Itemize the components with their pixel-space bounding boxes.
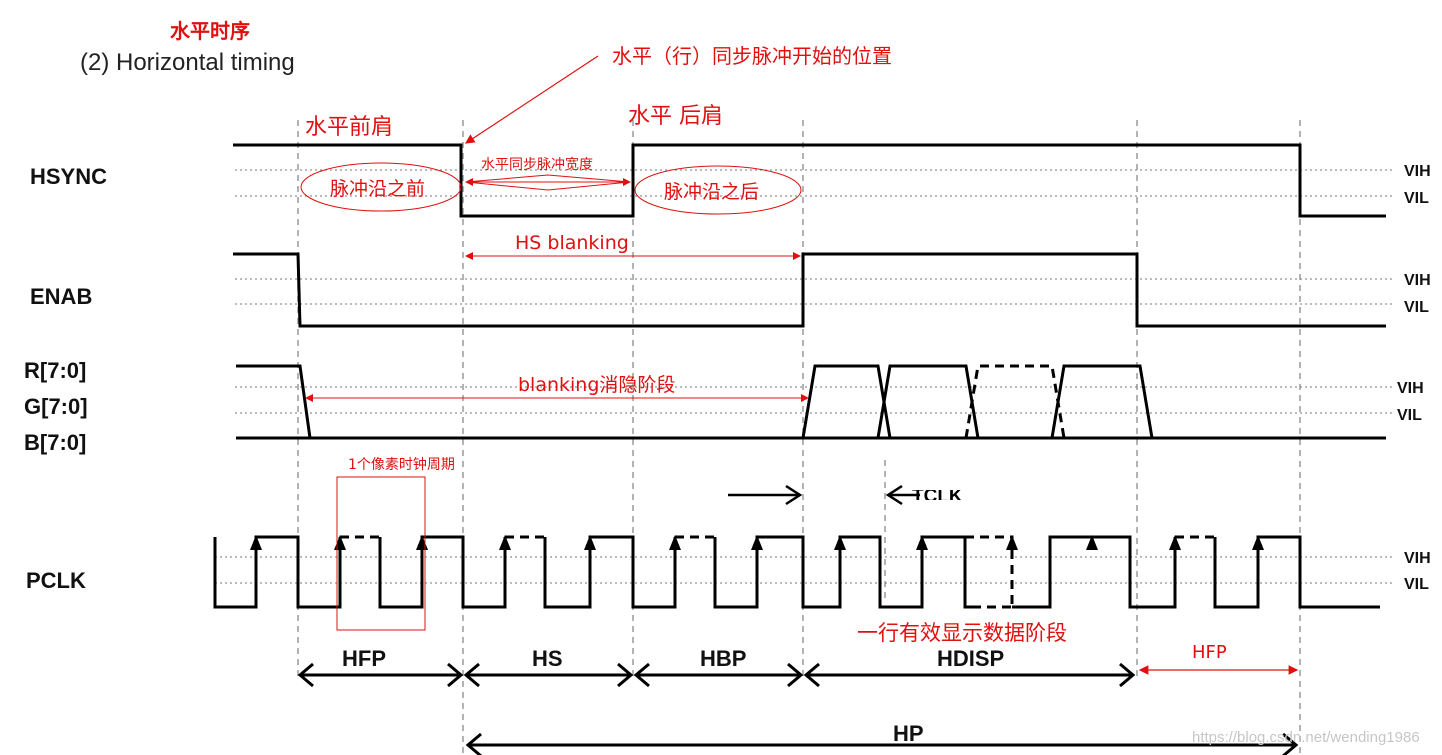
- pclk-line: [1213, 535, 1380, 609]
- level-lines: [215, 169, 1395, 584]
- signal-hsync-label: HSYNC: [30, 164, 107, 189]
- rgb-data-cell: [801, 364, 892, 439]
- rgb-waveform: [236, 364, 1386, 440]
- vil-label: VIL: [1404, 299, 1429, 316]
- segment-arrows: [297, 662, 1299, 755]
- level-labels: VIH VIL VIH VIL VIH VIL VIH VIL: [1397, 163, 1431, 593]
- vil-label: VIL: [1404, 576, 1429, 593]
- segment-hp-label: HP: [893, 721, 924, 746]
- pixel-clock-period-box: [336, 476, 426, 631]
- rising-edge-arrow: [499, 535, 511, 550]
- active-line-label: 一行有效显示数据阶段: [857, 621, 1067, 645]
- pclk-waveform: [213, 535, 1380, 609]
- segment-hbp-label: HBP: [700, 646, 746, 671]
- sync-start-pointer: [464, 55, 599, 144]
- rising-edge-arrow: [669, 535, 681, 550]
- segment-hfp-label: HFP: [342, 646, 386, 671]
- front-porch-label: 水平前肩: [305, 115, 393, 140]
- tclk-indicator: [728, 484, 920, 506]
- rising-edge-arrow: [834, 535, 846, 550]
- back-porch-label: 水平 后肩: [628, 104, 723, 129]
- pclk-dashed: [340, 535, 1215, 609]
- vih-label: VIH: [1404, 272, 1431, 289]
- signal-r-label: R[7:0]: [24, 358, 86, 383]
- vil-label: VIL: [1404, 190, 1429, 207]
- pclk-line: [378, 535, 507, 609]
- after-edge-label: 脉冲沿之后: [664, 181, 759, 203]
- enab-waveform: [233, 252, 1386, 328]
- pclk-line: [543, 535, 677, 609]
- blanking-stage-label: blanking消隐阶段: [518, 374, 675, 396]
- rising-edge-arrow: [1169, 535, 1181, 550]
- rgb-data-cell: [876, 364, 980, 439]
- vil-label: VIL: [1397, 407, 1422, 424]
- rising-edge-arrow: [1006, 535, 1018, 550]
- rising-edge-arrow: [584, 535, 596, 550]
- signal-enab-label: ENAB: [30, 284, 92, 309]
- title-zh: 水平时序: [170, 19, 250, 43]
- rgb-dashed-cell: [964, 364, 1066, 439]
- pclk-line: [213, 535, 342, 609]
- signal-g-label: G[7:0]: [24, 394, 88, 419]
- rising-edge-arrow: [751, 535, 763, 550]
- rising-edge-arrow: [250, 535, 262, 550]
- signal-b-label: B[7:0]: [24, 430, 86, 455]
- segment-hfp-red-label: HFP: [1192, 642, 1227, 663]
- title-en: (2) Horizontal timing: [80, 49, 295, 76]
- before-edge-ellipse: [300, 162, 462, 212]
- tclk-partial-label: TCLK: [912, 486, 963, 507]
- rgb-high-line: [236, 364, 312, 439]
- vih-label: VIH: [1397, 380, 1424, 397]
- segment-hdisp-label: HDISP: [937, 646, 1004, 671]
- sync-width-label: 水平同步脉冲宽度: [481, 156, 593, 173]
- pixel-clock-period-label: 1个像素时钟周期: [348, 456, 455, 473]
- hs-blanking-label: HS blanking: [515, 232, 629, 254]
- hsync-waveform: [233, 143, 1386, 218]
- after-edge-ellipse: [634, 165, 802, 215]
- rising-edge-arrow: [916, 535, 928, 550]
- rising-edge-arrow: [1252, 535, 1264, 550]
- rising-edge-arrow: [1086, 535, 1098, 550]
- vih-label: VIH: [1404, 550, 1431, 567]
- sync-start-label: 水平（行）同步脉冲开始的位置: [612, 44, 892, 68]
- pclk-line: [1092, 535, 1177, 609]
- vih-label: VIH: [1404, 163, 1431, 180]
- watermark: https://blog.csdn.net/wending1986: [1192, 729, 1420, 746]
- signal-pclk-label: PCLK: [26, 568, 86, 593]
- before-edge-label: 脉冲沿之前: [330, 178, 425, 200]
- sync-width-diamond: [465, 174, 631, 191]
- pclk-line: [1012, 535, 1092, 609]
- segment-hs-label: HS: [532, 646, 563, 671]
